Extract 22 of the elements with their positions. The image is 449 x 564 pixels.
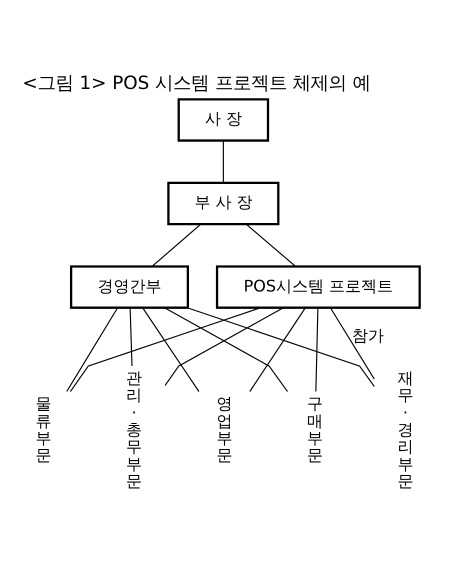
node-text: 관리·총무부문 (126, 368, 142, 490)
node-box: POS시스템 프로젝트 (216, 264, 421, 308)
connector (187, 306, 375, 386)
edge-label: 참가 (352, 326, 384, 345)
connector (249, 307, 306, 392)
connector (152, 223, 201, 266)
diagram-title: <그림 1> POS 시스템 프로젝트 체제의 예 (22, 72, 371, 94)
node-text: 재무·경리부문 (397, 368, 414, 490)
node-text: 물류부문 (36, 394, 52, 464)
connector (130, 307, 133, 366)
connector (70, 306, 261, 392)
connector (142, 307, 200, 392)
node-text: 구매부문 (306, 394, 323, 464)
node-text: 영업부문 (216, 394, 232, 464)
connector (246, 223, 296, 266)
connector (222, 140, 224, 182)
connector (315, 307, 318, 392)
connector (330, 307, 375, 379)
node-box: 부 사 장 (167, 181, 280, 225)
node-box: 경영간부 (70, 264, 190, 308)
node-box: 사 장 (178, 98, 270, 142)
connector (66, 307, 118, 392)
